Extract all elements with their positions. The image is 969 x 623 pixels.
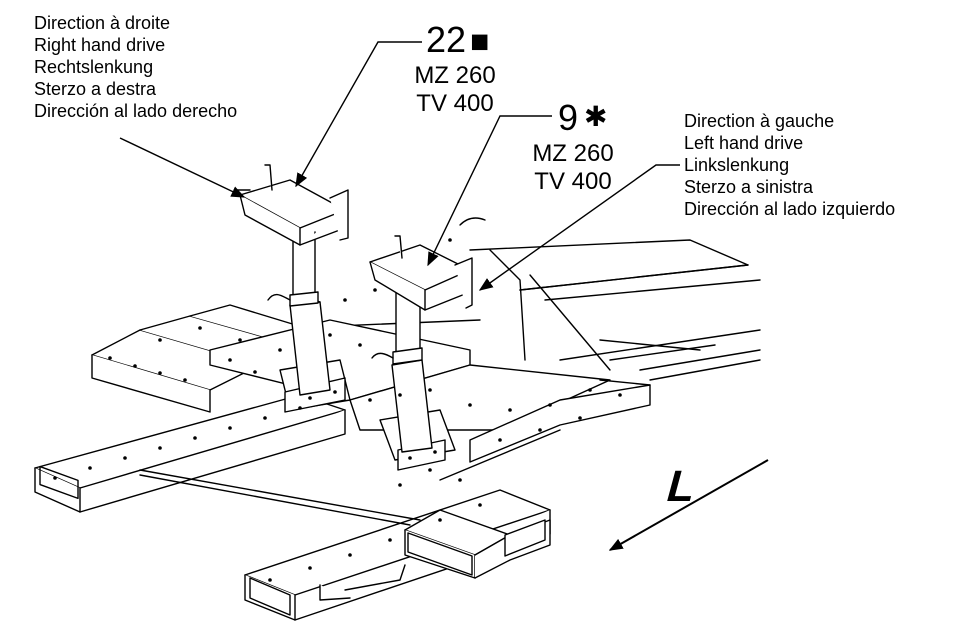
front-cross-beam [320, 510, 550, 600]
arrow-left-drive [478, 165, 680, 291]
callout-22-model-2: TV 400 [416, 90, 494, 117]
callout-9-number: 9✱ [558, 100, 608, 139]
left-drive-line-fr: Direction à gauche [684, 111, 835, 131]
right-drive-line-it: Sterzo a destra [34, 79, 157, 99]
leader-lines [120, 42, 768, 550]
callout-9-model-2: TV 400 [534, 168, 612, 195]
left-drive-line-en: Left hand drive [684, 133, 804, 153]
left-hand-drive-label: Direction à gauche Left hand drive Links… [684, 110, 895, 220]
right-drive-line-de: Rechtslenkung [34, 57, 154, 77]
right-drive-line-en: Right hand drive [34, 35, 166, 55]
callout-22-model-1: MZ 260 [414, 62, 496, 89]
left-drive-line-es: Dirección al lado izquierdo [684, 199, 896, 219]
arrow-callout-9 [428, 116, 552, 267]
callout-22-value: 22 [426, 19, 467, 60]
callout-9-model-1: MZ 260 [532, 140, 614, 167]
stand-22 [236, 165, 348, 412]
right-drive-line-es: Dirección al lado derecho [34, 101, 238, 121]
square-symbol-icon: ■ [470, 23, 490, 59]
direction-arrow [608, 460, 768, 550]
left-drive-line-it: Sterzo a sinistra [684, 177, 814, 197]
asterisk-symbol-icon: ✱ [584, 101, 608, 132]
right-cross-beam [470, 380, 650, 462]
callout-22-number: 22■ [426, 19, 490, 60]
callout-9-value: 9 [558, 97, 579, 138]
arrow-callout-22 [295, 42, 422, 188]
callout-9-models: MZ 260 TV 400 [518, 140, 628, 196]
arrow-right-drive [120, 138, 246, 197]
bolt-holes [53, 238, 622, 582]
left-drive-line-de: Linkslenkung [684, 155, 790, 175]
left-long-beam [35, 395, 345, 512]
middle-rail [140, 430, 560, 525]
right-hand-drive-label: Direction à droite Right hand drive Rech… [34, 12, 237, 122]
callout-22-models: MZ 260 TV 400 [400, 62, 510, 118]
right-drive-line-fr: Direction à droite [34, 13, 171, 33]
stand-9 [370, 218, 485, 470]
